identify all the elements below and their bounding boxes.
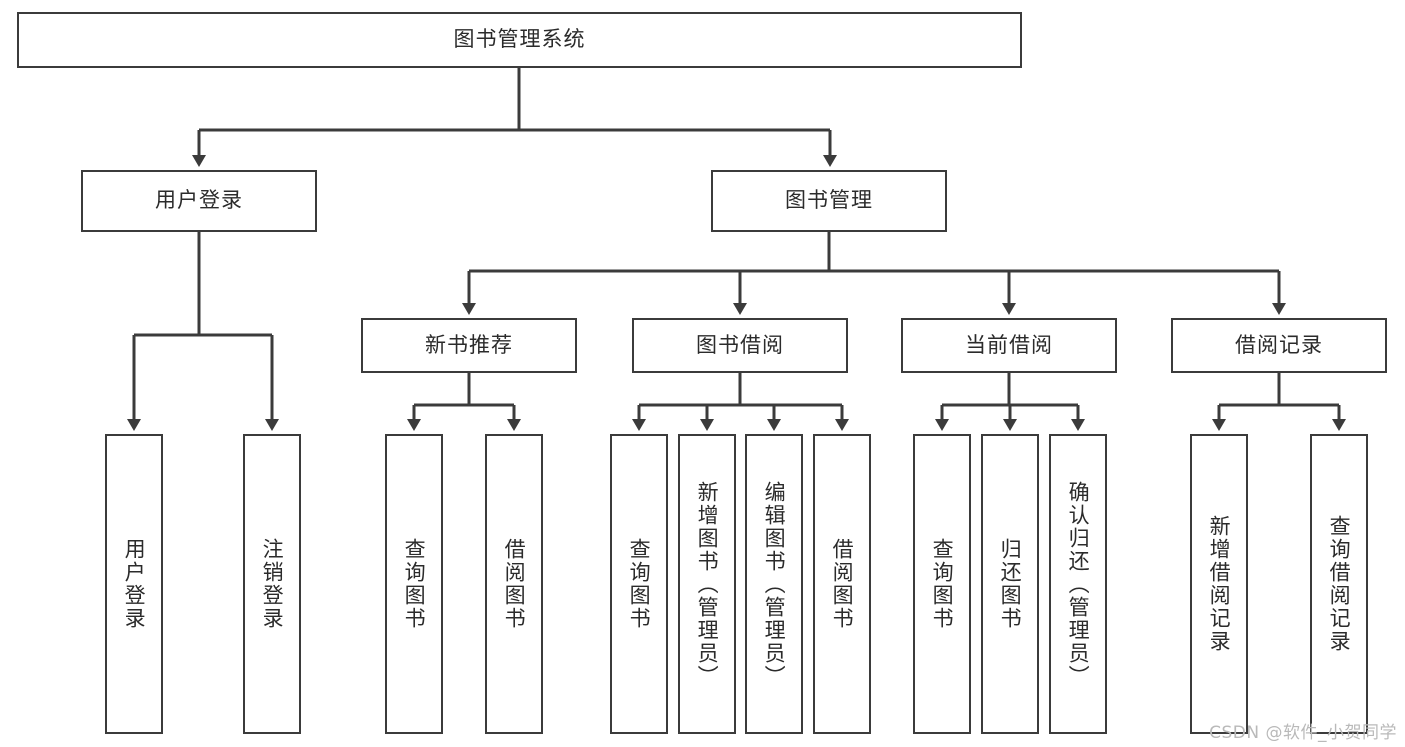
node-current-borrow[interactable]: 当前借阅 [901, 318, 1117, 373]
node-book-manage[interactable]: 图书管理 [711, 170, 947, 232]
book-manage-to-level3-connectors [462, 232, 1286, 315]
node-leaf-query-book-3[interactable]: 查询图书 [913, 434, 971, 734]
node-user-login-label: 用户登录 [155, 188, 243, 213]
node-leaf-query-book-2[interactable]: 查询图书 [610, 434, 668, 734]
node-leaf-borrow-book-2-label: 借阅图书 [830, 538, 855, 630]
node-leaf-return-book[interactable]: 归还图书 [981, 434, 1039, 734]
node-leaf-logout[interactable]: 注销登录 [243, 434, 301, 734]
borrow-record-to-leaves-connectors [1212, 373, 1346, 431]
book-borrow-to-leaves-connectors [632, 373, 849, 431]
node-new-book-recommend[interactable]: 新书推荐 [361, 318, 577, 373]
node-borrow-record[interactable]: 借阅记录 [1171, 318, 1387, 373]
node-leaf-edit-book[interactable]: 编辑图书（管理员） [745, 434, 803, 734]
node-leaf-user-login-label: 用户登录 [122, 538, 147, 630]
root-to-level2-connectors [192, 68, 837, 167]
csdn-watermark: CSDN @软件_小贺同学 [1209, 723, 1397, 743]
node-leaf-query-record-label: 查询借阅记录 [1327, 515, 1352, 653]
node-book-borrow-label: 图书借阅 [696, 332, 784, 357]
node-new-book-recommend-label: 新书推荐 [425, 332, 513, 357]
node-leaf-borrow-book-1-label: 借阅图书 [502, 538, 527, 630]
node-leaf-query-book-1-label: 查询图书 [402, 538, 427, 630]
node-leaf-query-book-2-label: 查询图书 [627, 538, 652, 630]
node-leaf-user-login[interactable]: 用户登录 [105, 434, 163, 734]
node-leaf-add-record[interactable]: 新增借阅记录 [1190, 434, 1248, 734]
node-leaf-confirm-return[interactable]: 确认归还（管理员） [1049, 434, 1107, 734]
node-leaf-logout-label: 注销登录 [260, 538, 285, 630]
node-leaf-add-record-label: 新增借阅记录 [1207, 515, 1232, 653]
node-borrow-record-label: 借阅记录 [1235, 332, 1323, 357]
node-leaf-add-book[interactable]: 新增图书（管理员） [678, 434, 736, 734]
node-leaf-borrow-book-1[interactable]: 借阅图书 [485, 434, 543, 734]
node-leaf-add-book-label: 新增图书（管理员） [695, 480, 720, 688]
node-root-system-label: 图书管理系统 [453, 27, 586, 52]
node-current-borrow-label: 当前借阅 [965, 332, 1053, 357]
node-leaf-edit-book-label: 编辑图书（管理员） [762, 480, 787, 688]
new-book-recommend-to-leaves-connectors [407, 373, 521, 431]
node-book-borrow[interactable]: 图书借阅 [632, 318, 848, 373]
node-user-login[interactable]: 用户登录 [81, 170, 317, 232]
node-leaf-confirm-return-label: 确认归还（管理员） [1066, 480, 1091, 688]
node-leaf-query-record[interactable]: 查询借阅记录 [1310, 434, 1368, 734]
user-login-to-leaves-connectors [127, 232, 279, 431]
node-root-system[interactable]: 图书管理系统 [17, 12, 1022, 68]
node-leaf-return-book-label: 归还图书 [998, 538, 1023, 630]
node-leaf-query-book-1[interactable]: 查询图书 [385, 434, 443, 734]
current-borrow-to-leaves-connectors [935, 373, 1085, 431]
node-book-manage-label: 图书管理 [785, 188, 873, 213]
node-leaf-borrow-book-2[interactable]: 借阅图书 [813, 434, 871, 734]
node-leaf-query-book-3-label: 查询图书 [930, 538, 955, 630]
